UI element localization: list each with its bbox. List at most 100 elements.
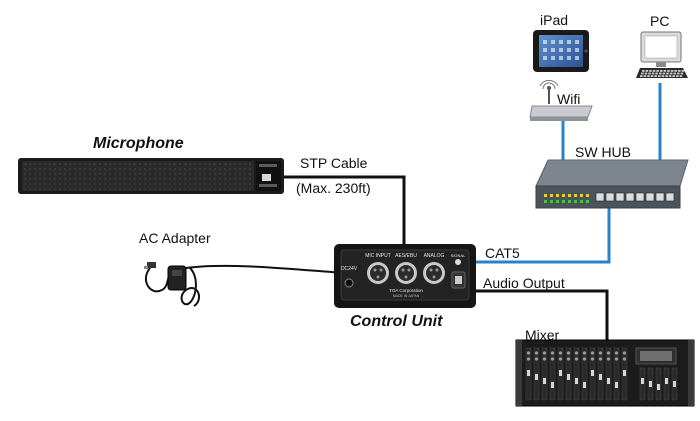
grille-dot [139,173,141,175]
grille-dot [89,183,91,185]
mixer-fader [649,381,652,387]
mixer-fader [543,378,546,384]
mixer-channel [541,347,548,401]
stp-cable-line [282,175,406,246]
grille-dot [144,173,146,175]
keyboard-key [647,75,650,77]
grille-dot [104,163,106,165]
grille-dot [219,173,221,175]
grille-dot [149,163,151,165]
grille-dot [114,188,116,190]
audio-output-label: Audio Output [483,275,565,291]
grille-dot [99,188,101,190]
mixer-knob [526,351,531,355]
hub-led [544,200,547,203]
grille-dot [74,168,76,170]
grille-dot [154,173,156,175]
grille-dot [119,188,121,190]
grille-dot [129,173,131,175]
grille-dot [124,183,126,185]
grille-dot [104,183,106,185]
grille-dot [184,168,186,170]
ipad-app-icon [551,40,555,44]
mixer-fader [665,378,668,384]
grille-dot [169,178,171,180]
grille-dot [219,168,221,170]
grille-dot [154,168,156,170]
grille-dot [59,163,61,165]
grille-dot [179,188,181,190]
keyboard-key [667,70,670,72]
hub-led [568,194,571,197]
grille-dot [24,188,26,190]
ipad-app-icon [543,40,547,44]
mixer-fader [623,370,626,376]
grille-dot [44,173,46,175]
grille-dot [114,168,116,170]
keyboard-key [648,72,651,75]
grille-dot [64,183,66,185]
grille-dot [129,188,131,190]
grille-dot [209,168,211,170]
xlr-analog [423,262,445,284]
grille-dot [109,188,111,190]
keyboard-key [679,75,683,77]
grille-dot [224,163,226,165]
grille-dot [224,188,226,190]
mixer-knob [606,351,611,355]
mixer-knob [558,357,563,361]
grille-dot [244,183,246,185]
grille-dot [234,173,236,175]
grille-dot [39,173,41,175]
grille-dot [209,163,211,165]
panel-mic-input-text: MIC INPUT [365,253,391,259]
hub-port [645,192,655,202]
grille-dot [54,188,56,190]
grille-dot [244,163,246,165]
hub-led [550,194,553,197]
grille-dot [209,178,211,180]
keyboard-key [672,75,675,77]
grille-dot [39,168,41,170]
mixer-fader [535,374,538,380]
grille-dot [94,188,96,190]
hub-led [562,200,565,203]
grille-dot [119,183,121,185]
grille-dot [29,183,31,185]
microphone-device [18,158,284,194]
grille-dot [84,178,86,180]
grille-dot [164,168,166,170]
grille-dot [134,188,136,190]
mixer-knob [566,351,571,355]
grille-dot [29,178,31,180]
grille-dot [34,163,36,165]
keyboard-key [670,70,674,72]
grille-dot [124,173,126,175]
mixer-fader [583,382,586,388]
hub-led [544,194,547,197]
grille-dot [214,188,216,190]
grille-dot [89,188,91,190]
grille-dot [89,168,91,170]
grille-dot [144,183,146,185]
keyboard-key [662,72,666,75]
grille-dot [239,163,241,165]
grille-dot [194,188,196,190]
grille-dot [29,188,31,190]
grille-dot [44,163,46,165]
grille-dot [124,168,126,170]
grille-dot [224,173,226,175]
grille-dot [99,173,101,175]
grille-dot [174,168,176,170]
grille-dot [159,168,161,170]
grille-dot [194,163,196,165]
grille-dot [119,173,121,175]
mixer-knob [542,357,547,361]
keyboard-key [644,72,648,75]
grille-dot [194,173,196,175]
ipad-app-icon [575,40,579,44]
grille-dot [144,168,146,170]
mixer-fader [591,370,594,376]
grille-dot [34,188,36,190]
grille-dot [189,178,191,180]
